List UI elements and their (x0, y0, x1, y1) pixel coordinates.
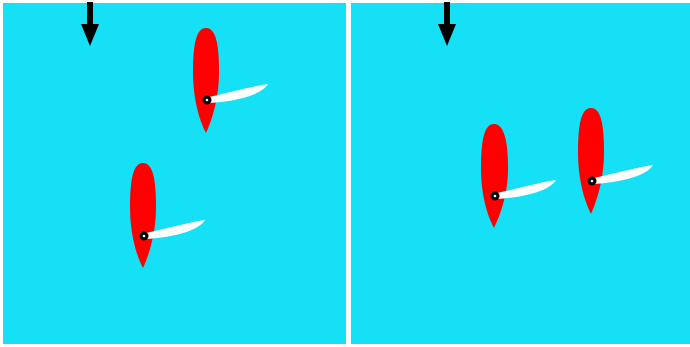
water-area (3, 3, 346, 344)
scenario-left-panel (0, 0, 346, 347)
scenario-right-panel (348, 0, 690, 347)
